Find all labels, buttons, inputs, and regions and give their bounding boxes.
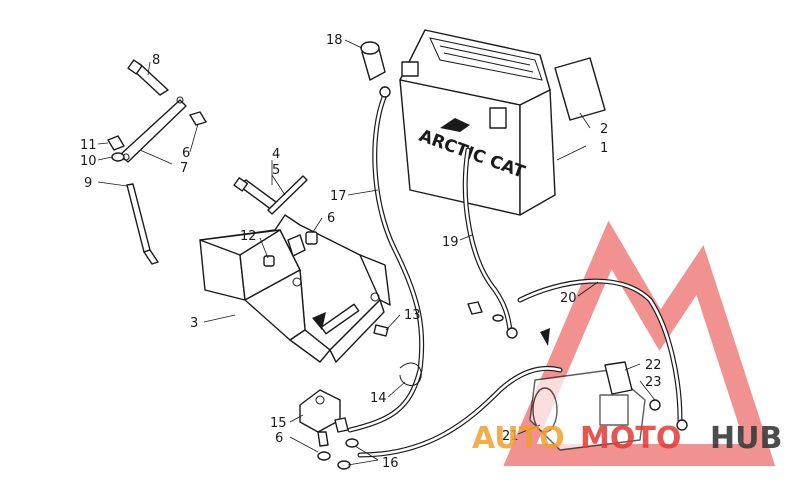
callout-5: 5 [272, 163, 280, 178]
callout-3: 3 [190, 316, 198, 331]
watermark-moto: MOTO [580, 421, 681, 456]
callout-numbers: 1 2 3 4 5 6 6 6 6 7 8 9 10 11 12 13 14 1… [80, 33, 662, 471]
fuse-holder [299, 389, 349, 447]
wing-nut [107, 135, 125, 151]
nut [317, 451, 331, 461]
battery-tray [199, 214, 391, 363]
callout-7: 7 [180, 161, 188, 176]
callout-23: 23 [645, 375, 662, 390]
callout-22: 22 [645, 358, 662, 373]
cable-21 [357, 365, 563, 458]
strap-bolt [127, 59, 169, 96]
callout-2: 2 [600, 122, 608, 137]
solenoid-bolt [649, 399, 661, 411]
watermark-auto: AUTO [472, 421, 565, 456]
callout-16: 16 [382, 456, 399, 471]
cable-20 [517, 278, 688, 431]
hold-down-rod [126, 183, 159, 265]
callout-17: 17 [330, 189, 347, 204]
direction-arrow [540, 328, 550, 346]
callout-6: 6 [327, 211, 335, 226]
nut [189, 111, 207, 126]
callout-12: 12 [240, 229, 257, 244]
battery-pad [554, 57, 606, 121]
washer [492, 314, 504, 322]
callout-8: 8 [152, 53, 160, 68]
callout-18: 18 [326, 33, 343, 48]
nut [263, 255, 275, 267]
watermark-logo: AUTO MOTO HUB [472, 421, 782, 456]
callout-13: 13 [404, 308, 421, 323]
washer [111, 152, 125, 162]
nut [345, 438, 359, 448]
callout-15: 15 [270, 416, 287, 431]
cable-19 [462, 147, 518, 339]
direction-arrow [312, 312, 326, 330]
watermark-hub: HUB [710, 421, 782, 456]
nut [467, 301, 483, 315]
leader-lines [97, 39, 656, 466]
terminal-boot [360, 41, 386, 81]
callout-19: 19 [442, 235, 459, 250]
callout-11: 11 [80, 138, 97, 153]
callout-21: 21 [502, 429, 519, 444]
callout-1: 1 [600, 141, 608, 156]
callout-6: 6 [275, 431, 283, 446]
callout-4: 4 [272, 147, 280, 162]
cable-tie [399, 362, 422, 386]
callout-20: 20 [560, 291, 577, 306]
cable-17 [347, 86, 425, 433]
callout-14: 14 [370, 391, 387, 406]
screw [373, 324, 389, 337]
callout-6: 6 [182, 146, 190, 161]
mounting-strap [119, 96, 187, 163]
callout-9: 9 [84, 176, 92, 191]
battery: ARCTIC CAT [399, 29, 556, 216]
strap-rod [267, 175, 308, 215]
callout-10: 10 [80, 154, 97, 169]
nut [305, 231, 318, 245]
